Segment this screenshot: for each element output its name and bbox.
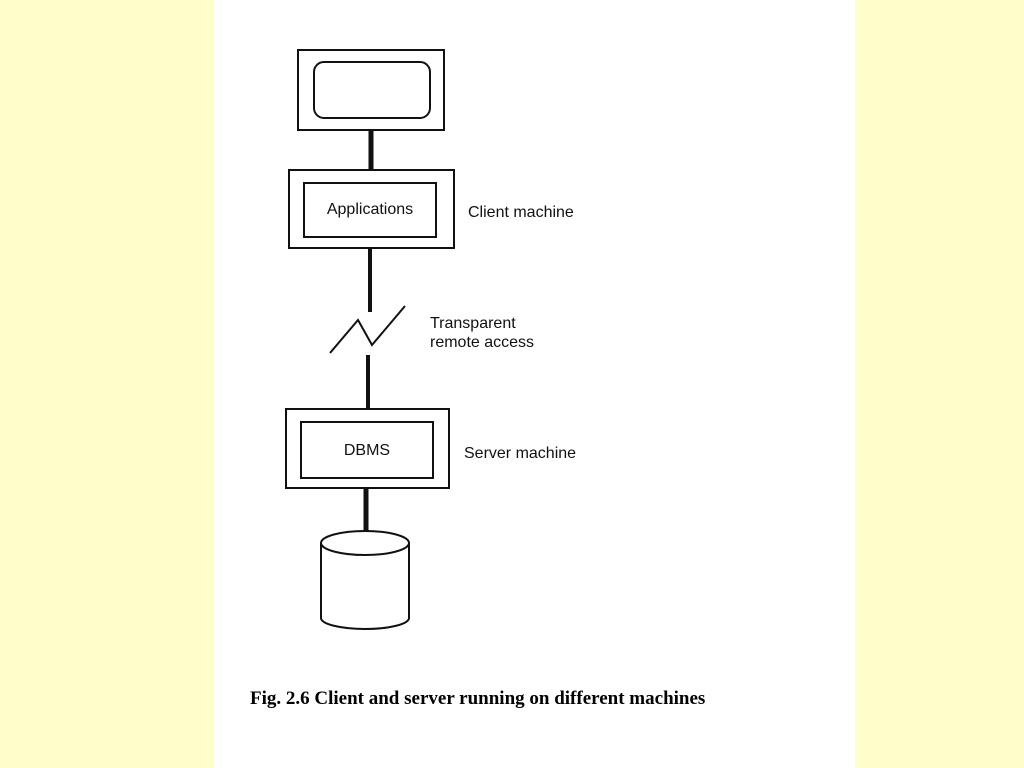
dbms-label: DBMS [344,442,390,459]
figure-caption: Fig. 2.6 Client and server running on di… [250,688,706,709]
server-machine-label: Server machine [464,445,576,462]
database-icon [320,530,410,630]
figure-panel [213,0,855,768]
transparent-label-line2: remote access [430,334,534,351]
remote-access-zigzag-icon [329,305,406,354]
client-machine-label: Client machine [468,204,574,221]
client-machine-box: Applications [288,169,455,249]
applications-label: Applications [327,201,413,218]
server-machine-box: DBMS [285,408,450,489]
transparent-label-line1: Transparent [430,315,516,332]
terminal-icon [297,49,445,131]
